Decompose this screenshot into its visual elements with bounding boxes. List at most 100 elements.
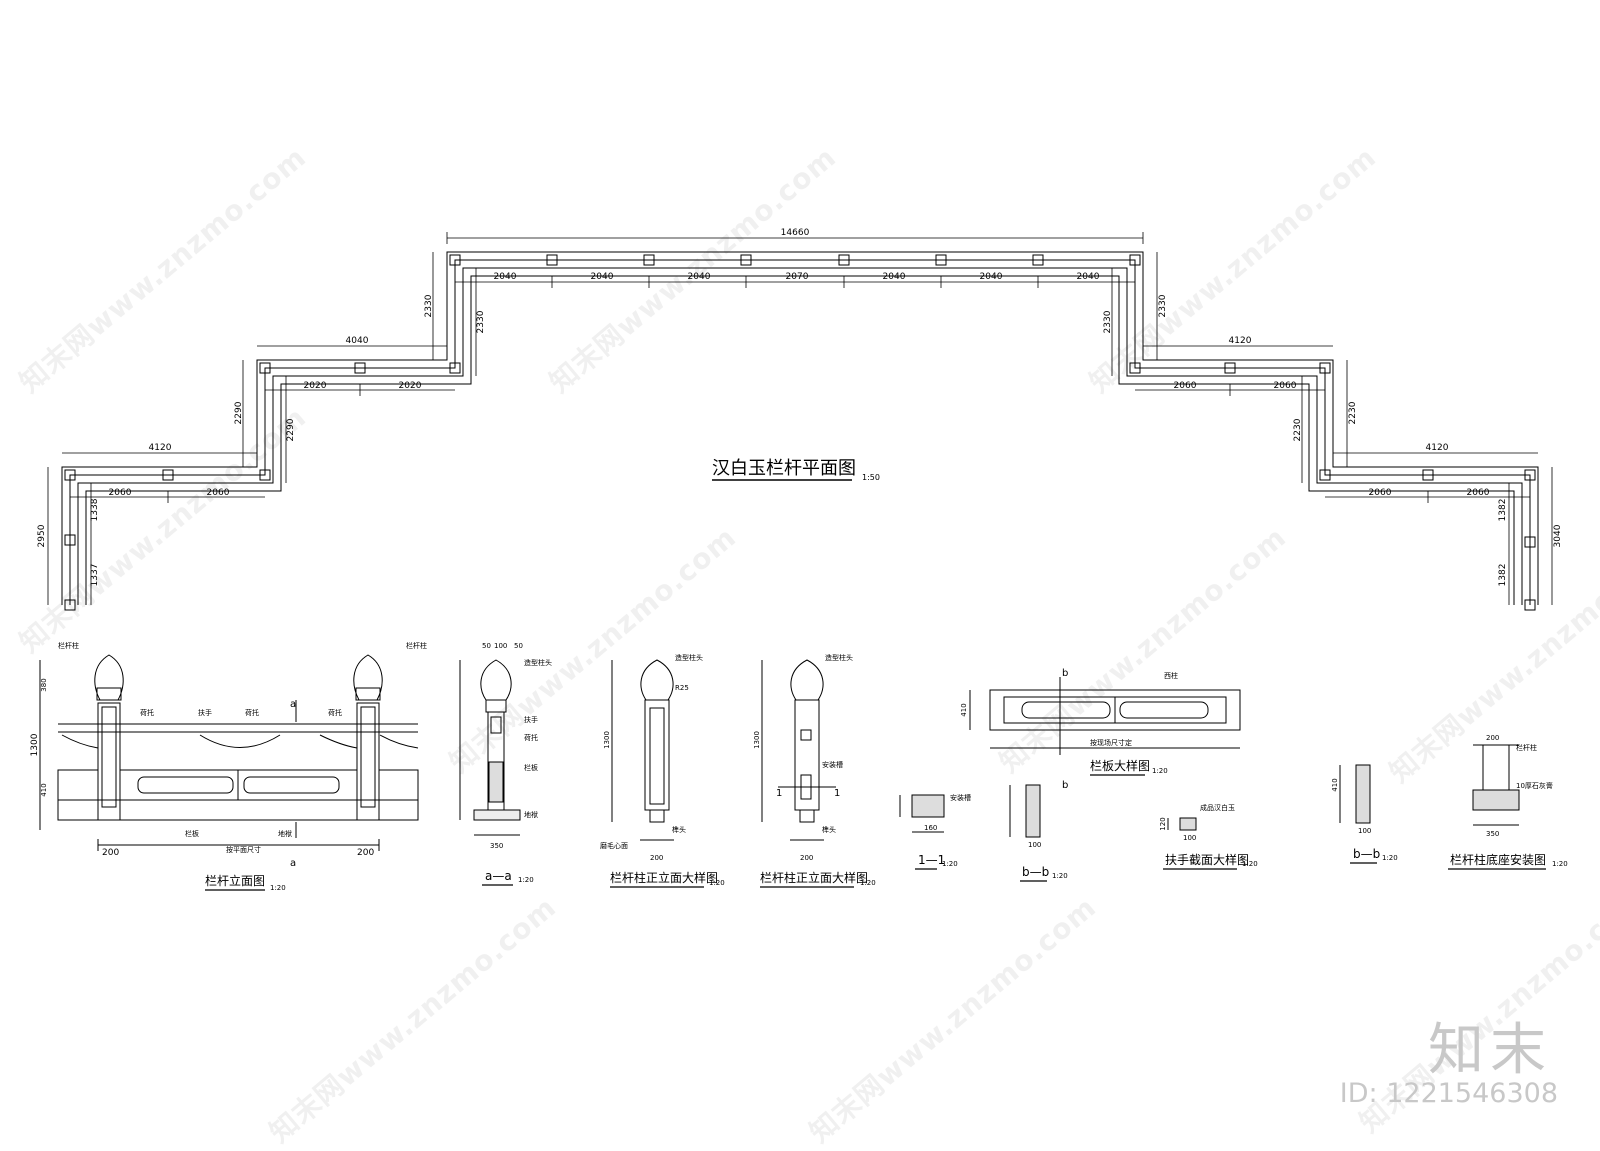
plan-dim: 4120 bbox=[1426, 443, 1449, 453]
plan-dim: 2020 bbox=[304, 381, 327, 391]
aa-title: a—a bbox=[485, 869, 512, 883]
plan-dim: 2060 bbox=[1467, 488, 1490, 498]
plan-dim: 4120 bbox=[149, 443, 172, 453]
base-dim: 350 bbox=[1486, 830, 1499, 838]
plan-dim: 2060 bbox=[207, 488, 230, 498]
panel-detail bbox=[969, 677, 1241, 755]
elev-dim: 410 bbox=[40, 783, 48, 796]
pd1-label: 造型柱头 bbox=[675, 653, 703, 662]
panel-scale: 1:20 bbox=[1152, 767, 1168, 775]
elev-label: 栏板 bbox=[185, 829, 199, 838]
plan-dim: 2290 bbox=[234, 401, 244, 424]
base-scale: 1:20 bbox=[1552, 860, 1568, 868]
sec11-title: 1—1 bbox=[918, 853, 945, 867]
plan-dim: 1338 bbox=[90, 498, 100, 521]
bb1-title: b—b bbox=[1022, 865, 1049, 879]
aa-dim: 350 bbox=[490, 842, 503, 850]
plan-dim: 2060 bbox=[1369, 488, 1392, 498]
elev-dim: 1300 bbox=[30, 733, 40, 756]
pd1-label: 榫头 bbox=[672, 825, 686, 834]
plan-dim-top-seg: 2040 bbox=[494, 272, 517, 282]
aa-scale: 1:20 bbox=[518, 876, 534, 884]
plan-dim: 2060 bbox=[1274, 381, 1297, 391]
elev-label: 荷托 bbox=[245, 708, 259, 717]
base-label: 栏杆柱 bbox=[1516, 743, 1537, 752]
pd1-scale: 1:20 bbox=[709, 879, 725, 887]
plan-dim-top-seg: 2070 bbox=[786, 272, 809, 282]
aa-dim: 50 bbox=[514, 642, 523, 650]
pd2-title: 栏杆柱正立面大样图 bbox=[760, 870, 868, 885]
panel-cut: b bbox=[1062, 668, 1068, 679]
aa-label: 地袱 bbox=[524, 810, 538, 819]
bb2-dim: 100 bbox=[1358, 827, 1371, 835]
pd2-label: 造型柱头 bbox=[825, 653, 853, 662]
elev-dim: 380 bbox=[40, 678, 48, 691]
plan-title: 汉白玉栏杆平面图 bbox=[712, 458, 856, 479]
pd2-cut: 1 bbox=[776, 788, 782, 799]
elev-label: 荷托 bbox=[140, 708, 154, 717]
plan-dim: 2330 bbox=[1103, 310, 1113, 333]
elev-label-post: 栏杆柱 bbox=[58, 641, 79, 650]
sec11-scale: 1:20 bbox=[942, 860, 958, 868]
bb2-title: b—b bbox=[1353, 847, 1380, 861]
pd2-scale: 1:20 bbox=[860, 879, 876, 887]
aa-label: 栏板 bbox=[524, 763, 538, 772]
elev-title: 栏杆立面图 bbox=[205, 873, 265, 888]
elev-label: 地袱 bbox=[278, 829, 292, 838]
pd1-dim: 200 bbox=[650, 854, 663, 862]
base-label: 10厚石灰膏 bbox=[1516, 781, 1553, 790]
plan-railing-outline bbox=[61, 251, 1539, 605]
aa-label: 造型柱头 bbox=[524, 658, 552, 667]
panel-cut: b bbox=[1062, 780, 1068, 791]
plan-dim: 2290 bbox=[286, 418, 296, 441]
elev-label: 扶手 bbox=[198, 708, 212, 717]
plan-dim: 1337 bbox=[90, 564, 100, 587]
aa-dim: 50 bbox=[482, 642, 491, 650]
elev-section-mark: a bbox=[290, 699, 296, 710]
pd1-dim: 1300 bbox=[603, 731, 611, 749]
elev-label: 荷托 bbox=[328, 708, 342, 717]
pd1-label: R25 bbox=[675, 684, 689, 692]
railsec-label: 成品汉白玉 bbox=[1200, 803, 1235, 812]
railsec-title: 扶手截面大样图 bbox=[1165, 852, 1249, 867]
plan-dim: 2020 bbox=[399, 381, 422, 391]
plan-dim: 2060 bbox=[1174, 381, 1197, 391]
pd1-title: 栏杆柱正立面大样图 bbox=[610, 870, 718, 885]
elev-section-mark: a bbox=[290, 858, 296, 869]
plan-dim: 2230 bbox=[1348, 401, 1358, 424]
plan-dim: 4120 bbox=[1229, 336, 1252, 346]
bb2-scale: 1:20 bbox=[1382, 854, 1398, 862]
railsec-scale: 1:20 bbox=[1242, 860, 1258, 868]
plan-dim: 2060 bbox=[109, 488, 132, 498]
section-11 bbox=[899, 794, 945, 833]
pd2-label: 榫头 bbox=[822, 825, 836, 834]
brand-logo: 知末 bbox=[1428, 1018, 1552, 1083]
aa-label: 荷托 bbox=[524, 733, 538, 742]
elevation-railing bbox=[39, 654, 419, 851]
section-aa bbox=[459, 659, 521, 836]
pd2-dim: 200 bbox=[800, 854, 813, 862]
post-detail-1 bbox=[611, 659, 674, 841]
elev-dim: 200 bbox=[102, 848, 119, 858]
pd2-cut: 1 bbox=[834, 788, 840, 799]
section-bb-2 bbox=[1339, 764, 1371, 824]
base-install bbox=[1472, 744, 1520, 826]
elev-dim: 200 bbox=[357, 848, 374, 858]
rail-section bbox=[1167, 817, 1197, 831]
plan-dim: 1382 bbox=[1498, 499, 1508, 522]
bb1-scale: 1:20 bbox=[1052, 872, 1068, 880]
plan-dim: 4040 bbox=[346, 336, 369, 346]
pd2-label: 安装槽 bbox=[822, 760, 843, 769]
panel-note: 按现场尺寸定 bbox=[1090, 738, 1132, 747]
plan-dim-top-seg: 2040 bbox=[980, 272, 1003, 282]
plan-dim-top-seg: 2040 bbox=[591, 272, 614, 282]
pd2-dim: 1300 bbox=[753, 731, 761, 749]
railsec-dim: 120 bbox=[1159, 817, 1167, 830]
bb2-dim: 410 bbox=[1331, 778, 1339, 791]
plan-dim: 2330 bbox=[1158, 294, 1168, 317]
plan-scale: 1:50 bbox=[862, 473, 880, 482]
image-id: ID: 1221546308 bbox=[1339, 1078, 1558, 1109]
plan-dim: 1382 bbox=[1498, 564, 1508, 587]
plan-dim-top-seg: 2040 bbox=[1077, 272, 1100, 282]
